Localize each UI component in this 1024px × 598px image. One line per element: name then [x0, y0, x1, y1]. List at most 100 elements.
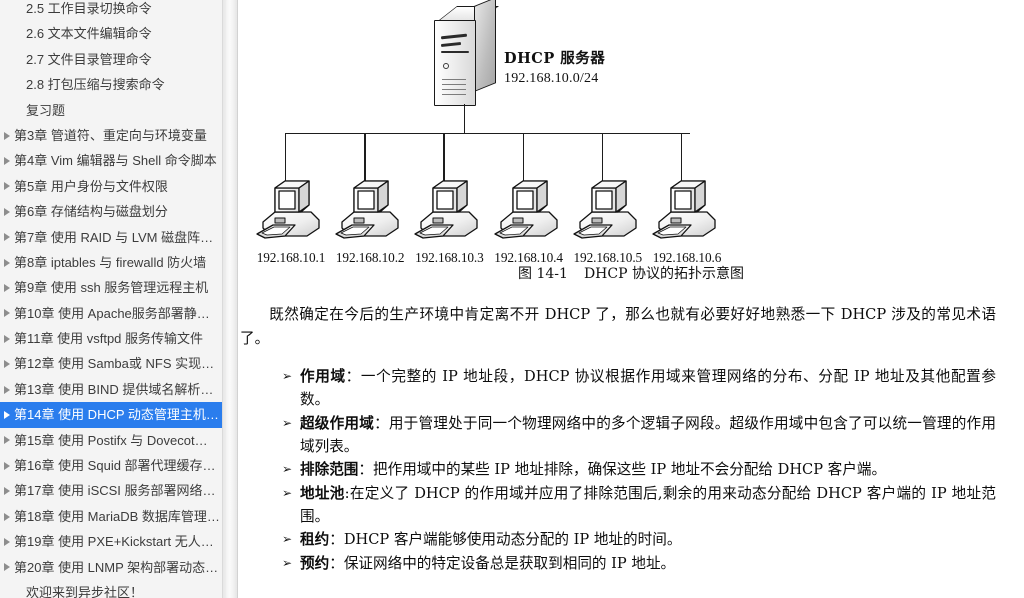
toc-item-10[interactable]: 第8章 iptables 与 firewalld 防火墙	[0, 250, 222, 275]
dhcp-topology-figure: DHCP 服务器 192.168.10.0/24	[238, 0, 1024, 288]
toc-item-23[interactable]: 欢迎来到异步社区！	[0, 580, 222, 598]
chevron-right-icon[interactable]	[4, 563, 10, 572]
terminology-item-1: ➢超级作用域：用于管理处于同一个物理网络中的多个逻辑子网段。超级作用域中包含了可…	[282, 412, 996, 459]
toc-item-17[interactable]: 第15章 使用 Postifx 与 Dovecot…	[0, 428, 222, 453]
bullet-arrow-icon: ➢	[282, 555, 293, 570]
terminology-description: 用于管理处于同一个物理网络中的多个逻辑子网段。超级作用域中包含了可以统一管理的作…	[300, 414, 996, 456]
toc-list: 2.5 工作目录切换命令 2.6 文本文件编辑命令 2.7 文件目录管理命令 2.8 …	[0, 0, 222, 598]
toc-item-15[interactable]: 第13章 使用 BIND 提供域名解析…	[0, 377, 222, 402]
server-ip-label: 192.168.10.0/24	[504, 71, 599, 87]
client-drop-line-2	[443, 133, 445, 183]
terminology-description: 保证网络中的特定设备总是获取到相同的 IP 地址。	[343, 554, 676, 572]
toc-item-0[interactable]: 2.5 工作目录切换命令	[0, 0, 222, 21]
toc-item-label: 第3章 管道符、重定向与环境变量	[14, 127, 207, 143]
client-ip-label-3: 192.168.10.4	[494, 250, 563, 265]
client-computer-2	[413, 178, 485, 244]
chevron-right-icon[interactable]	[4, 537, 10, 546]
toc-item-16[interactable]: 第14章 使用 DHCP 动态管理主机…	[0, 402, 222, 428]
toc-item-5[interactable]: 第3章 管道符、重定向与环境变量	[0, 123, 222, 148]
chevron-right-icon[interactable]	[4, 233, 10, 242]
chevron-right-icon[interactable]	[4, 182, 10, 191]
toc-item-label: 第17章 使用 iSCSI 服务部署网络…	[14, 483, 216, 499]
scrollbar-thumb[interactable]	[226, 0, 235, 598]
toc-item-21[interactable]: 第19章 使用 PXE+Kickstart 无人…	[0, 529, 222, 554]
terminology-term: 排除范围	[300, 461, 359, 479]
chevron-right-icon[interactable]	[4, 309, 10, 318]
chevron-right-icon[interactable]	[4, 436, 10, 445]
bullet-arrow-icon: ➢	[282, 462, 293, 477]
chevron-right-icon[interactable]	[4, 385, 10, 394]
terminology-term: 超级作用域	[300, 414, 375, 432]
toc-item-label: 第20章 使用 LNMP 架构部署动态…	[14, 559, 219, 575]
toc-item-18[interactable]: 第16章 使用 Squid 部署代理缓存…	[0, 453, 222, 478]
terminology-term: 地址池	[300, 484, 345, 502]
toc-item-14[interactable]: 第12章 使用 Samba或 NFS 实现…	[0, 351, 222, 376]
toc-item-8[interactable]: 第6章 存储结构与磁盘划分	[0, 199, 222, 224]
toc-item-3[interactable]: 2.8 打包压缩与搜索命令	[0, 72, 222, 97]
toc-item-4[interactable]: 复习题	[0, 98, 222, 123]
toc-item-label: 第12章 使用 Samba或 NFS 实现…	[14, 356, 215, 372]
toc-item-label: 第10章 使用 Apache服务部署静…	[14, 305, 210, 321]
toc-item-label: 2.8 打包压缩与搜索命令	[26, 77, 165, 93]
toc-item-1[interactable]: 2.6 文本文件编辑命令	[0, 21, 222, 46]
terminology-separator: ：	[358, 461, 373, 479]
chevron-right-icon[interactable]	[4, 360, 10, 369]
server-label-group: DHCP 服务器 192.168.10.0/24	[504, 48, 605, 89]
computer-icon	[256, 180, 320, 239]
chevron-right-icon[interactable]	[4, 487, 10, 496]
toc-item-20[interactable]: 第18章 使用 MariaDB 数据库管理…	[0, 504, 222, 529]
terminology-separator: ：	[329, 554, 344, 572]
toc-item-label: 复习题	[26, 102, 66, 118]
computer-icon	[414, 180, 479, 239]
toc-item-label: 第15章 使用 Postifx 与 Dovecot…	[14, 432, 208, 448]
terminology-item-2: ➢排除范围：把作用域中的某些 IP 地址排除，确保这些 IP 地址不会分配给 D…	[282, 458, 996, 481]
toc-item-label: 2.5 工作目录切换命令	[26, 1, 152, 16]
chevron-right-icon[interactable]	[4, 410, 10, 419]
toc-item-label: 第18章 使用 MariaDB 数据库管理…	[14, 508, 220, 524]
chevron-right-icon[interactable]	[4, 157, 10, 166]
table-of-contents-sidebar[interactable]: 2.5 工作目录切换命令 2.6 文本文件编辑命令 2.7 文件目录管理命令 2.8 …	[0, 0, 222, 598]
chevron-right-icon[interactable]	[4, 512, 10, 521]
toc-item-label: 第8章 iptables 与 firewalld 防火墙	[14, 254, 207, 270]
toc-item-7[interactable]: 第5章 用户身份与文件权限	[0, 174, 222, 199]
toc-item-label: 第13章 使用 BIND 提供域名解析…	[14, 381, 214, 397]
network-bus-line	[285, 133, 690, 135]
chevron-right-icon[interactable]	[4, 461, 10, 470]
terminology-term: 租约	[300, 531, 330, 549]
toc-item-label: 第19章 使用 PXE+Kickstart 无人…	[14, 534, 214, 550]
client-drop-line-1	[364, 133, 366, 183]
computer-icon	[493, 180, 558, 239]
toc-item-13[interactable]: 第11章 使用 vsftpd 服务传输文件	[0, 326, 222, 351]
figure-number: 图 14-1	[518, 266, 568, 282]
toc-item-11[interactable]: 第9章 使用 ssh 服务管理远程主机	[0, 275, 222, 300]
server-name-label: DHCP 服务器	[504, 50, 606, 67]
toc-item-2[interactable]: 2.7 文件目录管理命令	[0, 47, 222, 72]
sidebar-scrollbar[interactable]	[222, 0, 238, 598]
chevron-right-icon[interactable]	[4, 258, 10, 267]
chevron-right-icon[interactable]	[4, 334, 10, 343]
chevron-right-icon[interactable]	[4, 131, 10, 140]
terminology-separator: :	[344, 484, 350, 502]
client-ip-label-2: 192.168.10.3	[415, 250, 484, 265]
toc-item-19[interactable]: 第17章 使用 iSCSI 服务部署网络…	[0, 478, 222, 503]
toc-item-label: 第11章 使用 vsftpd 服务传输文件	[14, 331, 204, 347]
toc-item-label: 2.6 文本文件编辑命令	[26, 26, 152, 42]
bullet-arrow-icon: ➢	[282, 532, 293, 547]
toc-item-9[interactable]: 第7章 使用 RAID 与 LVM 磁盘阵…	[0, 225, 222, 250]
terminology-separator: ：	[345, 368, 361, 386]
chevron-right-icon[interactable]	[4, 283, 10, 292]
toc-item-label: 欢迎来到异步社区！	[26, 584, 144, 598]
chevron-right-icon[interactable]	[4, 207, 10, 216]
terminology-separator: ：	[329, 531, 344, 549]
toc-item-22[interactable]: 第20章 使用 LNMP 架构部署动态…	[0, 555, 222, 580]
document-page: DHCP 服务器 192.168.10.0/24	[238, 0, 1024, 598]
body-text-section: 既然确定在今后的生产环境中肯定离不开 DHCP 了，那么也就有必要好好地熟悉一下…	[238, 303, 1024, 575]
bullet-arrow-icon: ➢	[282, 369, 293, 384]
toc-item-12[interactable]: 第10章 使用 Apache服务部署静…	[0, 301, 222, 326]
toc-item-6[interactable]: 第4章 Vim 编辑器与 Shell 命令脚本	[0, 148, 222, 173]
toc-item-label: 第5章 用户身份与文件权限	[14, 178, 168, 194]
terminology-term: 预约	[300, 554, 330, 572]
client-ip-label-1: 192.168.10.2	[335, 250, 405, 265]
